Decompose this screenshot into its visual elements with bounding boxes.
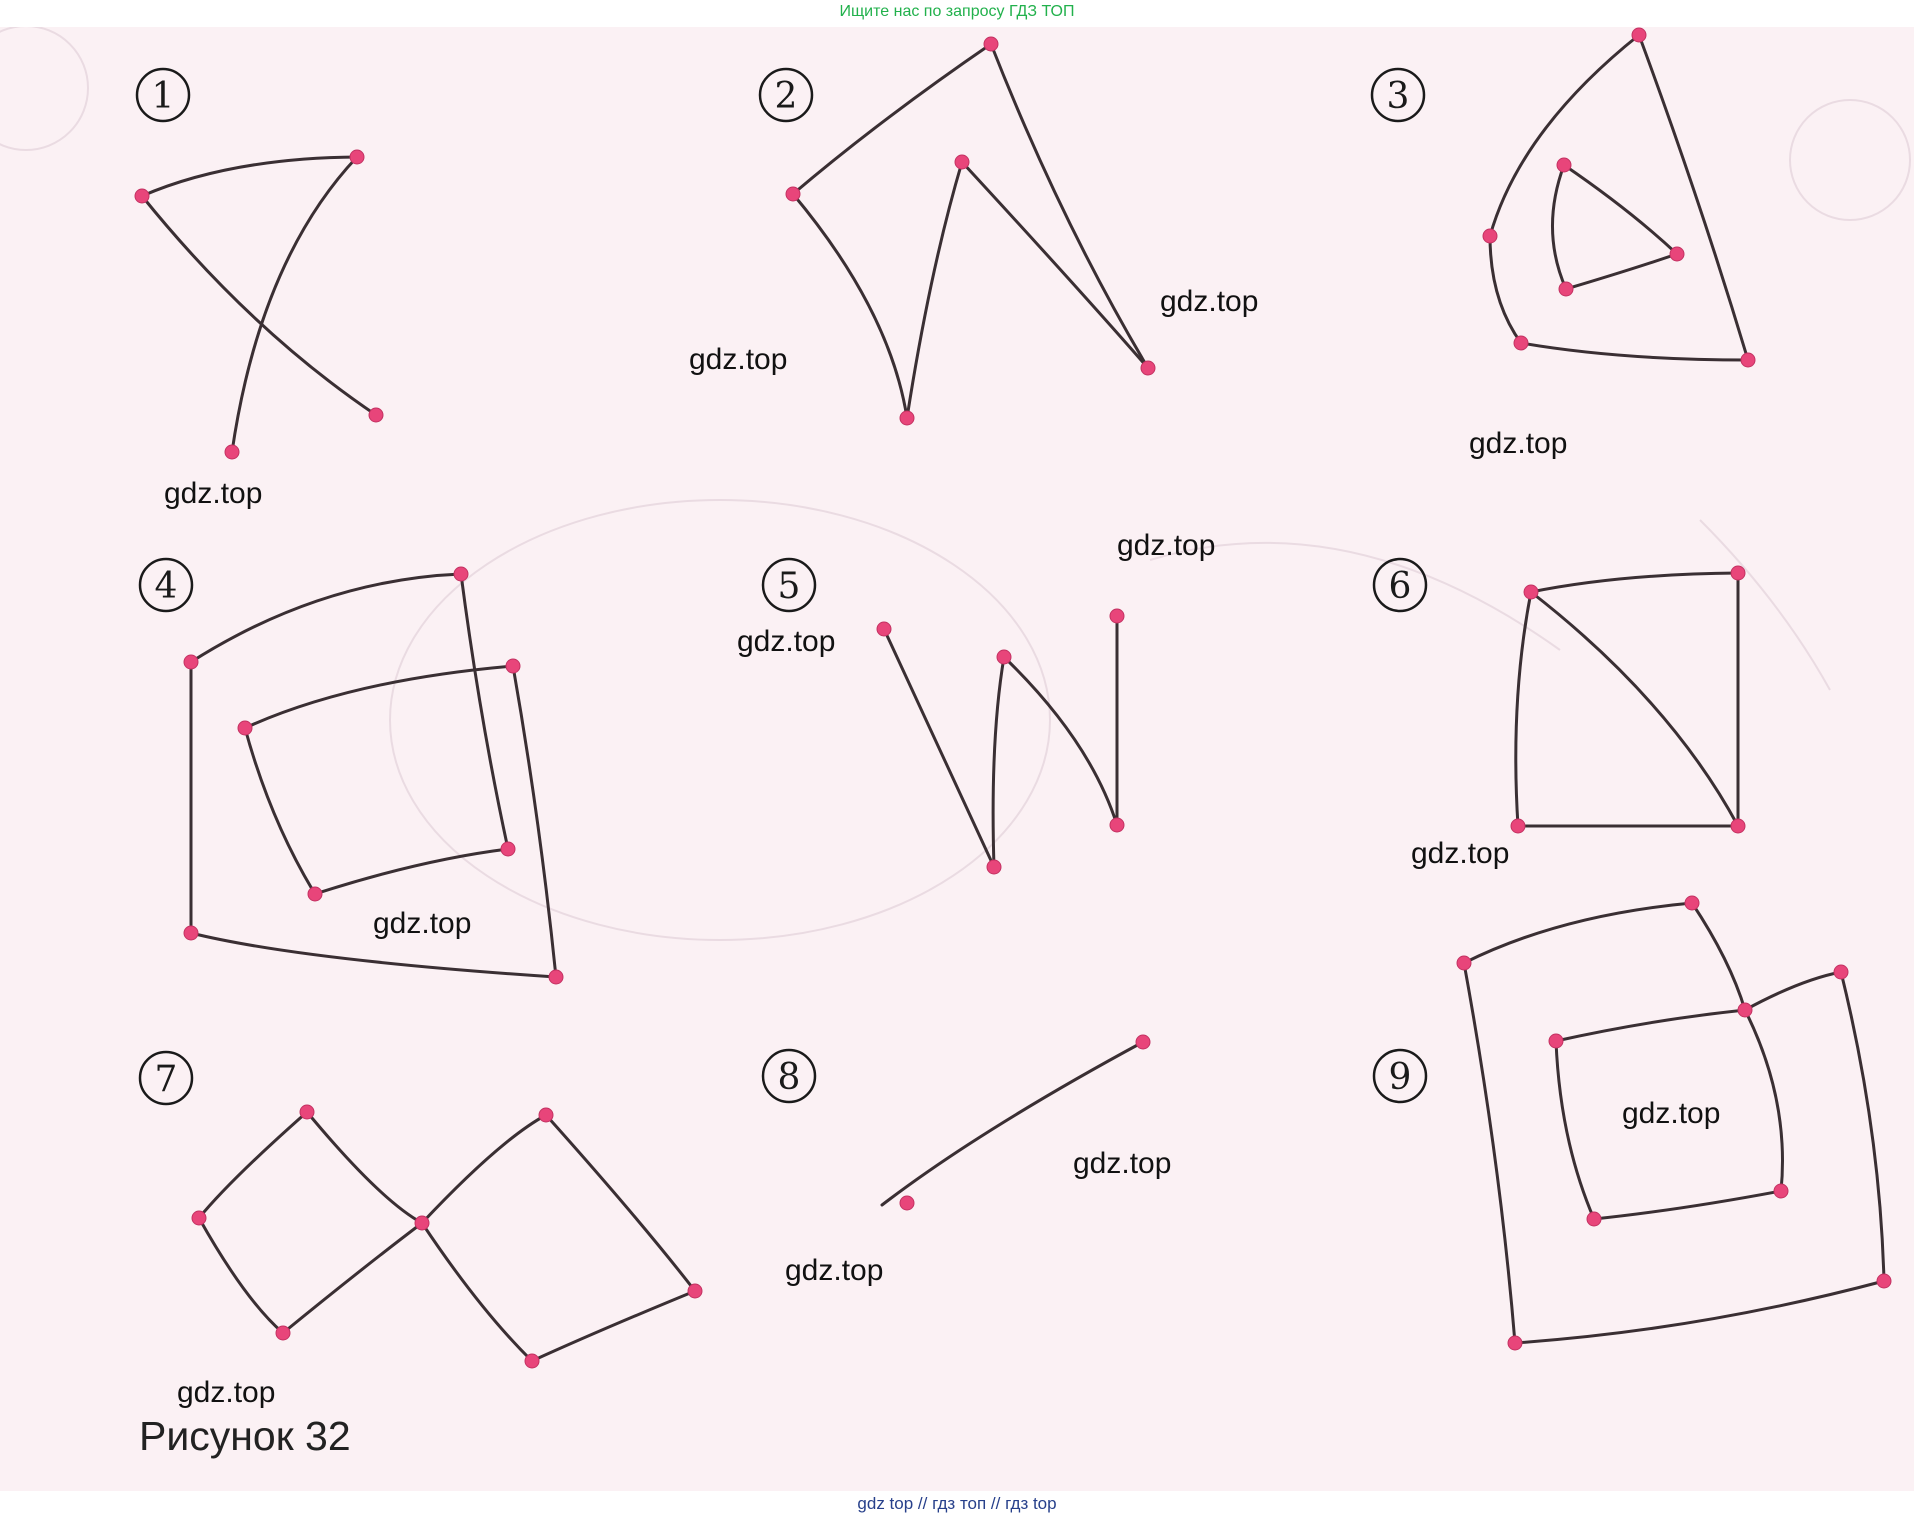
figure-number-5: 5 xyxy=(761,557,817,613)
graph-9 xyxy=(1456,895,1892,1351)
watermark: gdz.top xyxy=(1411,837,1510,870)
svg-text:3: 3 xyxy=(1387,76,1410,117)
textbook-page: 1 2 3 4 5 6 7 8 9 xyxy=(0,27,1914,1491)
graph-4 xyxy=(183,566,564,985)
watermark: gdz.top xyxy=(737,625,836,658)
svg-text:2: 2 xyxy=(775,76,798,117)
svg-text:4: 4 xyxy=(155,566,178,607)
svg-text:9: 9 xyxy=(1389,1057,1412,1098)
svg-text:1: 1 xyxy=(152,76,175,117)
graph-figures: 1 2 3 4 5 6 7 8 9 xyxy=(0,27,1911,1369)
watermark: gdz.top xyxy=(1622,1097,1721,1130)
watermark: gdz.top xyxy=(1073,1147,1172,1180)
figure-number-2: 2 xyxy=(758,67,814,123)
watermark: gdz.top xyxy=(1469,427,1568,460)
graph-3 xyxy=(1482,27,1756,368)
watermark: gdz.top xyxy=(689,343,788,376)
figure-caption: Рисунок 32 xyxy=(139,1413,351,1459)
figure-number-7: 7 xyxy=(138,1050,194,1106)
figure-number-circles: 1 2 3 4 5 6 7 8 9 xyxy=(135,67,1428,1106)
watermark: gdz.top xyxy=(785,1254,884,1287)
figure-number-1: 1 xyxy=(135,67,191,123)
graph-2 xyxy=(785,36,1156,426)
bottom-banner-links[interactable]: gdz top // гдз топ // гдз top xyxy=(0,1491,1914,1519)
svg-text:6: 6 xyxy=(1389,566,1412,607)
watermark: gdz.top xyxy=(373,907,472,940)
bleed-through-shapes xyxy=(0,27,1911,941)
figure-number-8: 8 xyxy=(761,1048,817,1104)
figure-number-6: 6 xyxy=(1372,557,1428,613)
figure-number-4: 4 xyxy=(138,557,194,613)
graph-7 xyxy=(191,1104,703,1369)
graph-6 xyxy=(1510,565,1746,834)
watermark: gdz.top xyxy=(1160,285,1259,318)
svg-text:5: 5 xyxy=(778,566,801,607)
svg-text:7: 7 xyxy=(155,1059,178,1100)
graph-1 xyxy=(134,149,384,460)
watermark: gdz.top xyxy=(1117,529,1216,562)
graph-8 xyxy=(880,1034,1151,1211)
top-banner-link[interactable]: Ищите нас по запросу ГДЗ ТОП xyxy=(0,0,1914,27)
watermark: gdz.top xyxy=(177,1376,276,1409)
figure-number-3: 3 xyxy=(1370,67,1426,123)
watermark: gdz.top xyxy=(164,477,263,510)
svg-text:8: 8 xyxy=(778,1057,801,1098)
graph-5 xyxy=(876,608,1125,875)
figure-number-9: 9 xyxy=(1372,1048,1428,1104)
